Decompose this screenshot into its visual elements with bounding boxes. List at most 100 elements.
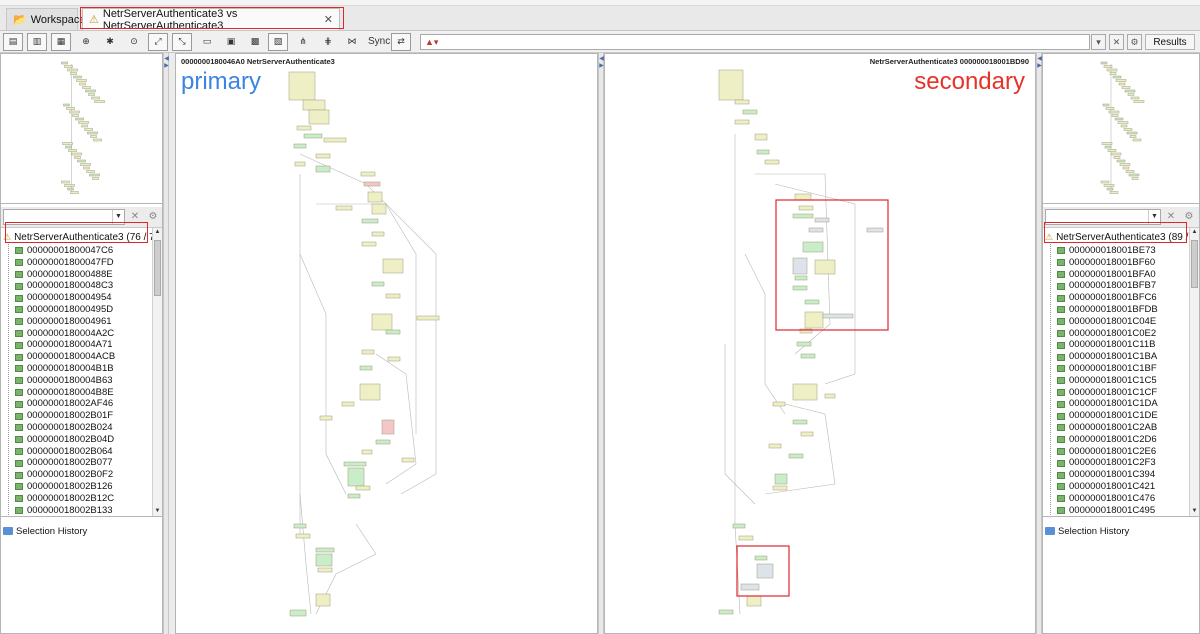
splitter[interactable]: ◀ ▶ — [1036, 53, 1042, 634]
tree-item[interactable]: 000000018001C1DE — [1057, 410, 1158, 422]
tree-item[interactable]: 000000018002B024 — [15, 422, 115, 434]
graph-node[interactable] — [385, 293, 401, 299]
collapse-right-icon[interactable]: ▶ — [164, 63, 169, 69]
graph-node[interactable] — [824, 393, 836, 399]
tree-item[interactable]: 000000018001C0E2 — [1057, 328, 1158, 340]
tree-item[interactable]: 000000018001BF60 — [1057, 257, 1158, 269]
overview-node[interactable] — [91, 96, 100, 100]
graph-node[interactable] — [294, 161, 306, 167]
collapse-left-icon[interactable]: ◀ — [599, 56, 604, 62]
collapse-left-icon[interactable]: ◀ — [1037, 56, 1042, 62]
tree-item[interactable]: 000000018001C421 — [1057, 481, 1158, 493]
overview-node[interactable] — [78, 121, 89, 124]
tree-item[interactable]: 000000018001C1BA — [1057, 351, 1158, 363]
tree-item[interactable]: 000000018001C11B — [1057, 339, 1158, 351]
graph-node[interactable] — [347, 467, 365, 487]
graph-node[interactable] — [359, 383, 381, 401]
overview-node[interactable] — [90, 135, 97, 138]
graph-node[interactable] — [416, 315, 440, 321]
overview-node[interactable] — [83, 166, 90, 170]
overview-node[interactable] — [1133, 100, 1145, 103]
tree-item[interactable]: 0000000180004B8E — [15, 387, 115, 399]
tree-item[interactable]: 00000001800048C3 — [15, 280, 115, 292]
secondary-overview[interactable] — [1043, 54, 1199, 204]
graph-node[interactable] — [360, 171, 376, 177]
graph-node[interactable] — [792, 285, 808, 291]
tree-item[interactable]: 000000018001C1C5 — [1057, 375, 1158, 387]
overview-node[interactable] — [74, 156, 81, 159]
graph-node[interactable] — [295, 533, 311, 539]
overview-node[interactable] — [70, 72, 77, 75]
overview-node[interactable] — [64, 184, 75, 187]
sync-icon[interactable]: ⇄ — [391, 33, 411, 51]
tree-item[interactable]: 000000018001C2E6 — [1057, 446, 1158, 458]
graph-node[interactable] — [798, 205, 814, 211]
graph-node[interactable] — [732, 523, 746, 529]
selection-history-header[interactable]: Selection History — [1043, 524, 1199, 538]
tree-item[interactable]: 000000018000495D — [15, 304, 115, 316]
clear-icon[interactable]: ✕ — [1166, 211, 1176, 222]
overview-node[interactable] — [1115, 79, 1127, 82]
graph-node[interactable] — [772, 485, 788, 491]
tree-item[interactable]: 000000018002B126 — [15, 481, 115, 493]
scroll-down-icon[interactable]: ▼ — [154, 508, 161, 514]
layout-icon[interactable]: ⊙ — [130, 37, 138, 47]
search-input[interactable]: ▲▾ — [420, 34, 1090, 50]
graph-node[interactable] — [802, 241, 824, 253]
overview-node[interactable] — [1101, 142, 1113, 145]
overview-node[interactable] — [1119, 163, 1131, 166]
tree-item[interactable]: 000000018001BE73 — [1057, 245, 1158, 257]
graph-node[interactable] — [302, 99, 326, 111]
graph-node[interactable] — [808, 227, 824, 233]
tree-item[interactable]: 000000018002B077 — [15, 457, 115, 469]
graph-node[interactable] — [734, 119, 750, 125]
graph-node[interactable] — [718, 69, 744, 101]
overview-node[interactable] — [68, 149, 77, 152]
graph-node[interactable] — [315, 593, 331, 607]
tree-item[interactable]: 0000000180004ACB — [15, 351, 115, 363]
overview-node[interactable] — [1129, 135, 1137, 138]
overview-node[interactable] — [1109, 72, 1117, 75]
tree-item[interactable]: 0000000180004954 — [15, 292, 115, 304]
tree-item[interactable]: 00000001800047FD — [15, 257, 115, 269]
scroll-thumb[interactable] — [154, 240, 161, 296]
view-icon[interactable]: ▥ — [27, 33, 47, 51]
overview-node[interactable] — [92, 177, 99, 180]
overview-node[interactable] — [1102, 103, 1110, 107]
overview-node[interactable] — [67, 187, 74, 191]
graph-node[interactable] — [296, 125, 312, 131]
overview-node[interactable] — [1107, 149, 1117, 152]
graph-node[interactable] — [794, 193, 812, 201]
graph-node[interactable] — [764, 159, 780, 165]
gear-icon[interactable]: ⚙ — [1184, 211, 1194, 222]
graph-node[interactable] — [315, 165, 331, 173]
collapse-right-icon[interactable]: ▶ — [599, 63, 604, 69]
graph-node[interactable] — [347, 493, 361, 499]
graph-node[interactable] — [768, 443, 782, 449]
overview-node[interactable] — [66, 107, 75, 110]
graph-icon[interactable]: ▣ — [226, 37, 236, 47]
graph-node[interactable] — [792, 419, 808, 425]
graph-node[interactable] — [371, 231, 385, 237]
graph-icon[interactable]: ▧ — [268, 33, 288, 51]
overview-node[interactable] — [1106, 68, 1118, 72]
graph-node[interactable] — [754, 133, 768, 141]
graph-node[interactable] — [756, 149, 770, 155]
graph-node[interactable] — [315, 553, 333, 567]
graph-node[interactable] — [800, 353, 816, 359]
overview-node[interactable] — [82, 86, 91, 89]
overview-node[interactable] — [1121, 86, 1131, 89]
overview-node[interactable] — [67, 68, 78, 72]
graph-node[interactable] — [323, 137, 347, 143]
graph-node[interactable] — [361, 349, 375, 355]
overview-node[interactable] — [73, 75, 82, 79]
clear-icon[interactable]: ✕ — [1109, 34, 1124, 50]
graph-node[interactable] — [293, 143, 307, 149]
overview-node[interactable] — [61, 61, 68, 65]
graph-node[interactable] — [814, 259, 836, 275]
graph-node[interactable] — [315, 547, 335, 553]
overview-node[interactable] — [1126, 131, 1138, 135]
overview-node[interactable] — [1123, 128, 1133, 131]
overview-node[interactable] — [1110, 152, 1122, 156]
graph-node[interactable] — [371, 281, 385, 287]
